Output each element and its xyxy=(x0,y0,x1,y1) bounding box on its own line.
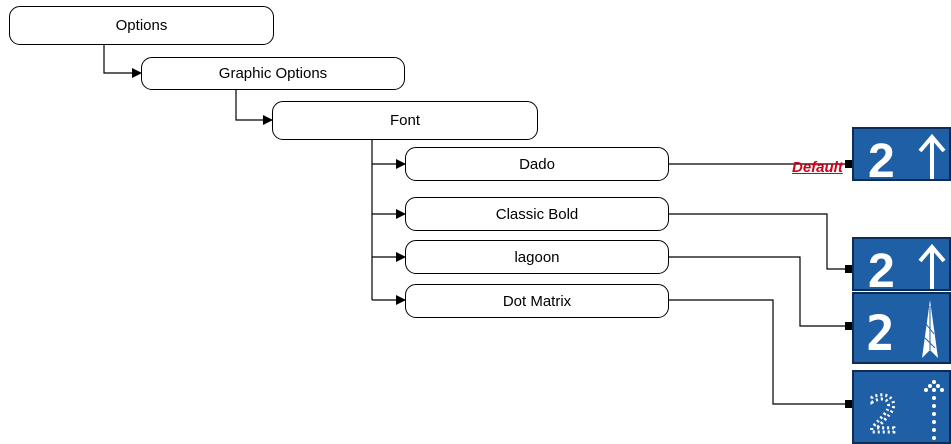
dotted-arrow-up-icon xyxy=(924,380,944,440)
font-node[interactable]: Font xyxy=(272,101,538,140)
preview-panel-lagoon: 2 xyxy=(852,292,951,364)
preview-glyph-lagoon: 2 xyxy=(866,306,895,362)
preview-port-1 xyxy=(845,160,852,168)
connector-options-to-graphic xyxy=(103,45,142,78)
connector-graphic-to-font xyxy=(235,90,273,125)
arrow-up-icon xyxy=(918,133,946,179)
preview-glyph-dado: 2 xyxy=(868,135,895,183)
preview-panel-classic-bold: 2 xyxy=(852,237,951,293)
preview-panel-dot-matrix: 2 xyxy=(852,370,951,444)
font-option-dot-matrix[interactable]: Dot Matrix xyxy=(405,284,669,318)
connector-classic-to-preview xyxy=(669,213,848,270)
default-tag: Default xyxy=(792,159,843,176)
preview-glyph-classic-bold: 2 xyxy=(868,245,895,293)
connector-dotmatrix-to-preview xyxy=(669,299,848,405)
preview-glyph-dot-matrix: 2 xyxy=(868,386,898,444)
spire-arrow-icon xyxy=(922,300,938,358)
preview-port-2 xyxy=(845,265,852,273)
preview-port-3 xyxy=(845,322,852,330)
options-node[interactable]: Options xyxy=(9,6,274,45)
graphic-options-node[interactable]: Graphic Options xyxy=(141,57,405,90)
font-option-dado[interactable]: Dado xyxy=(405,147,669,181)
font-option-lagoon[interactable]: lagoon xyxy=(405,240,669,274)
preview-panel-dado: 2 xyxy=(852,127,951,183)
font-option-classic-bold[interactable]: Classic Bold xyxy=(405,197,669,231)
arrow-up-icon xyxy=(918,243,946,289)
preview-port-4 xyxy=(845,400,852,408)
connector-lagoon-to-preview xyxy=(669,256,848,327)
